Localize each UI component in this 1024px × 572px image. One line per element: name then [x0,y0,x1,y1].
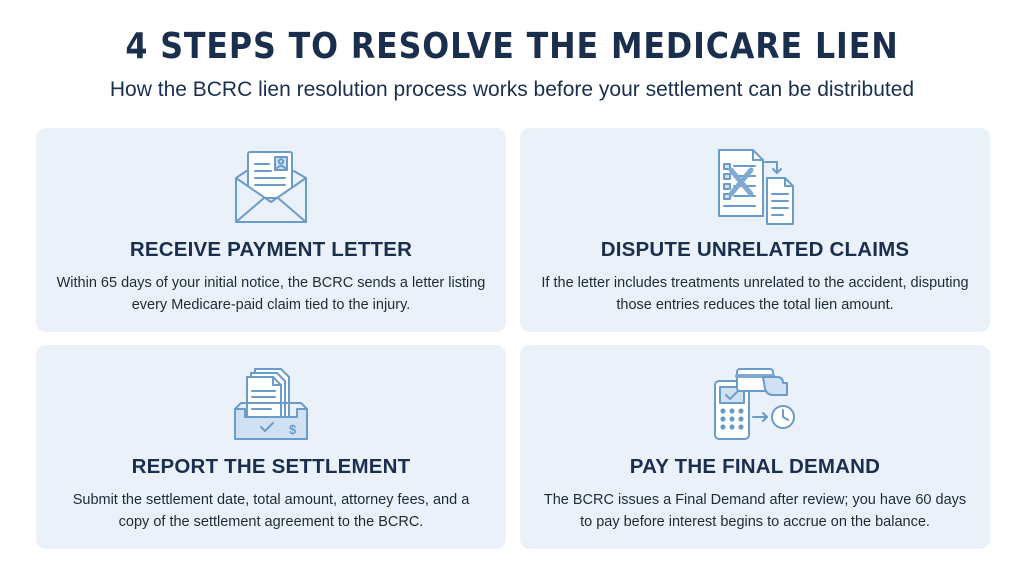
step-description: Submit the settlement date, total amount… [72,492,470,530]
step-title: DISPUTE UNRELATED CLAIMS [600,238,910,261]
step-description: If the letter includes treatments unrela… [541,275,969,313]
step-description: Within 65 days of your initial notice, t… [56,275,486,313]
envelope-letter-icon [221,146,321,230]
card-payment-terminal-icon [705,363,805,447]
svg-text:$: $ [289,422,297,437]
page-title: 4 STEPS TO RESOLVE THE MEDICARE LIEN [125,26,899,67]
step-title: PAY THE FINAL DEMAND [629,455,881,478]
page-subtitle: How the BCRC lien resolution process wor… [109,78,915,101]
step-card-pay-the-final-demand: PAY THE FINAL DEMAND The BCRC issues a F… [520,345,990,549]
step-description: The BCRC issues a Final Demand after rev… [543,492,967,530]
step-card-receive-payment-letter: RECEIVE PAYMENT LETTER Within 65 days of… [36,128,506,332]
step-card-report-the-settlement: $ REPORT THE SETTLEMENT Submit the settl… [36,345,506,549]
step-card-dispute-unrelated-claims: DISPUTE UNRELATED CLAIMS If the letter i… [520,128,990,332]
document-tray-icon: $ [221,363,321,447]
crossed-document-icon [705,146,805,230]
step-title: RECEIVE PAYMENT LETTER [129,238,413,261]
step-title: REPORT THE SETTLEMENT [131,455,411,478]
